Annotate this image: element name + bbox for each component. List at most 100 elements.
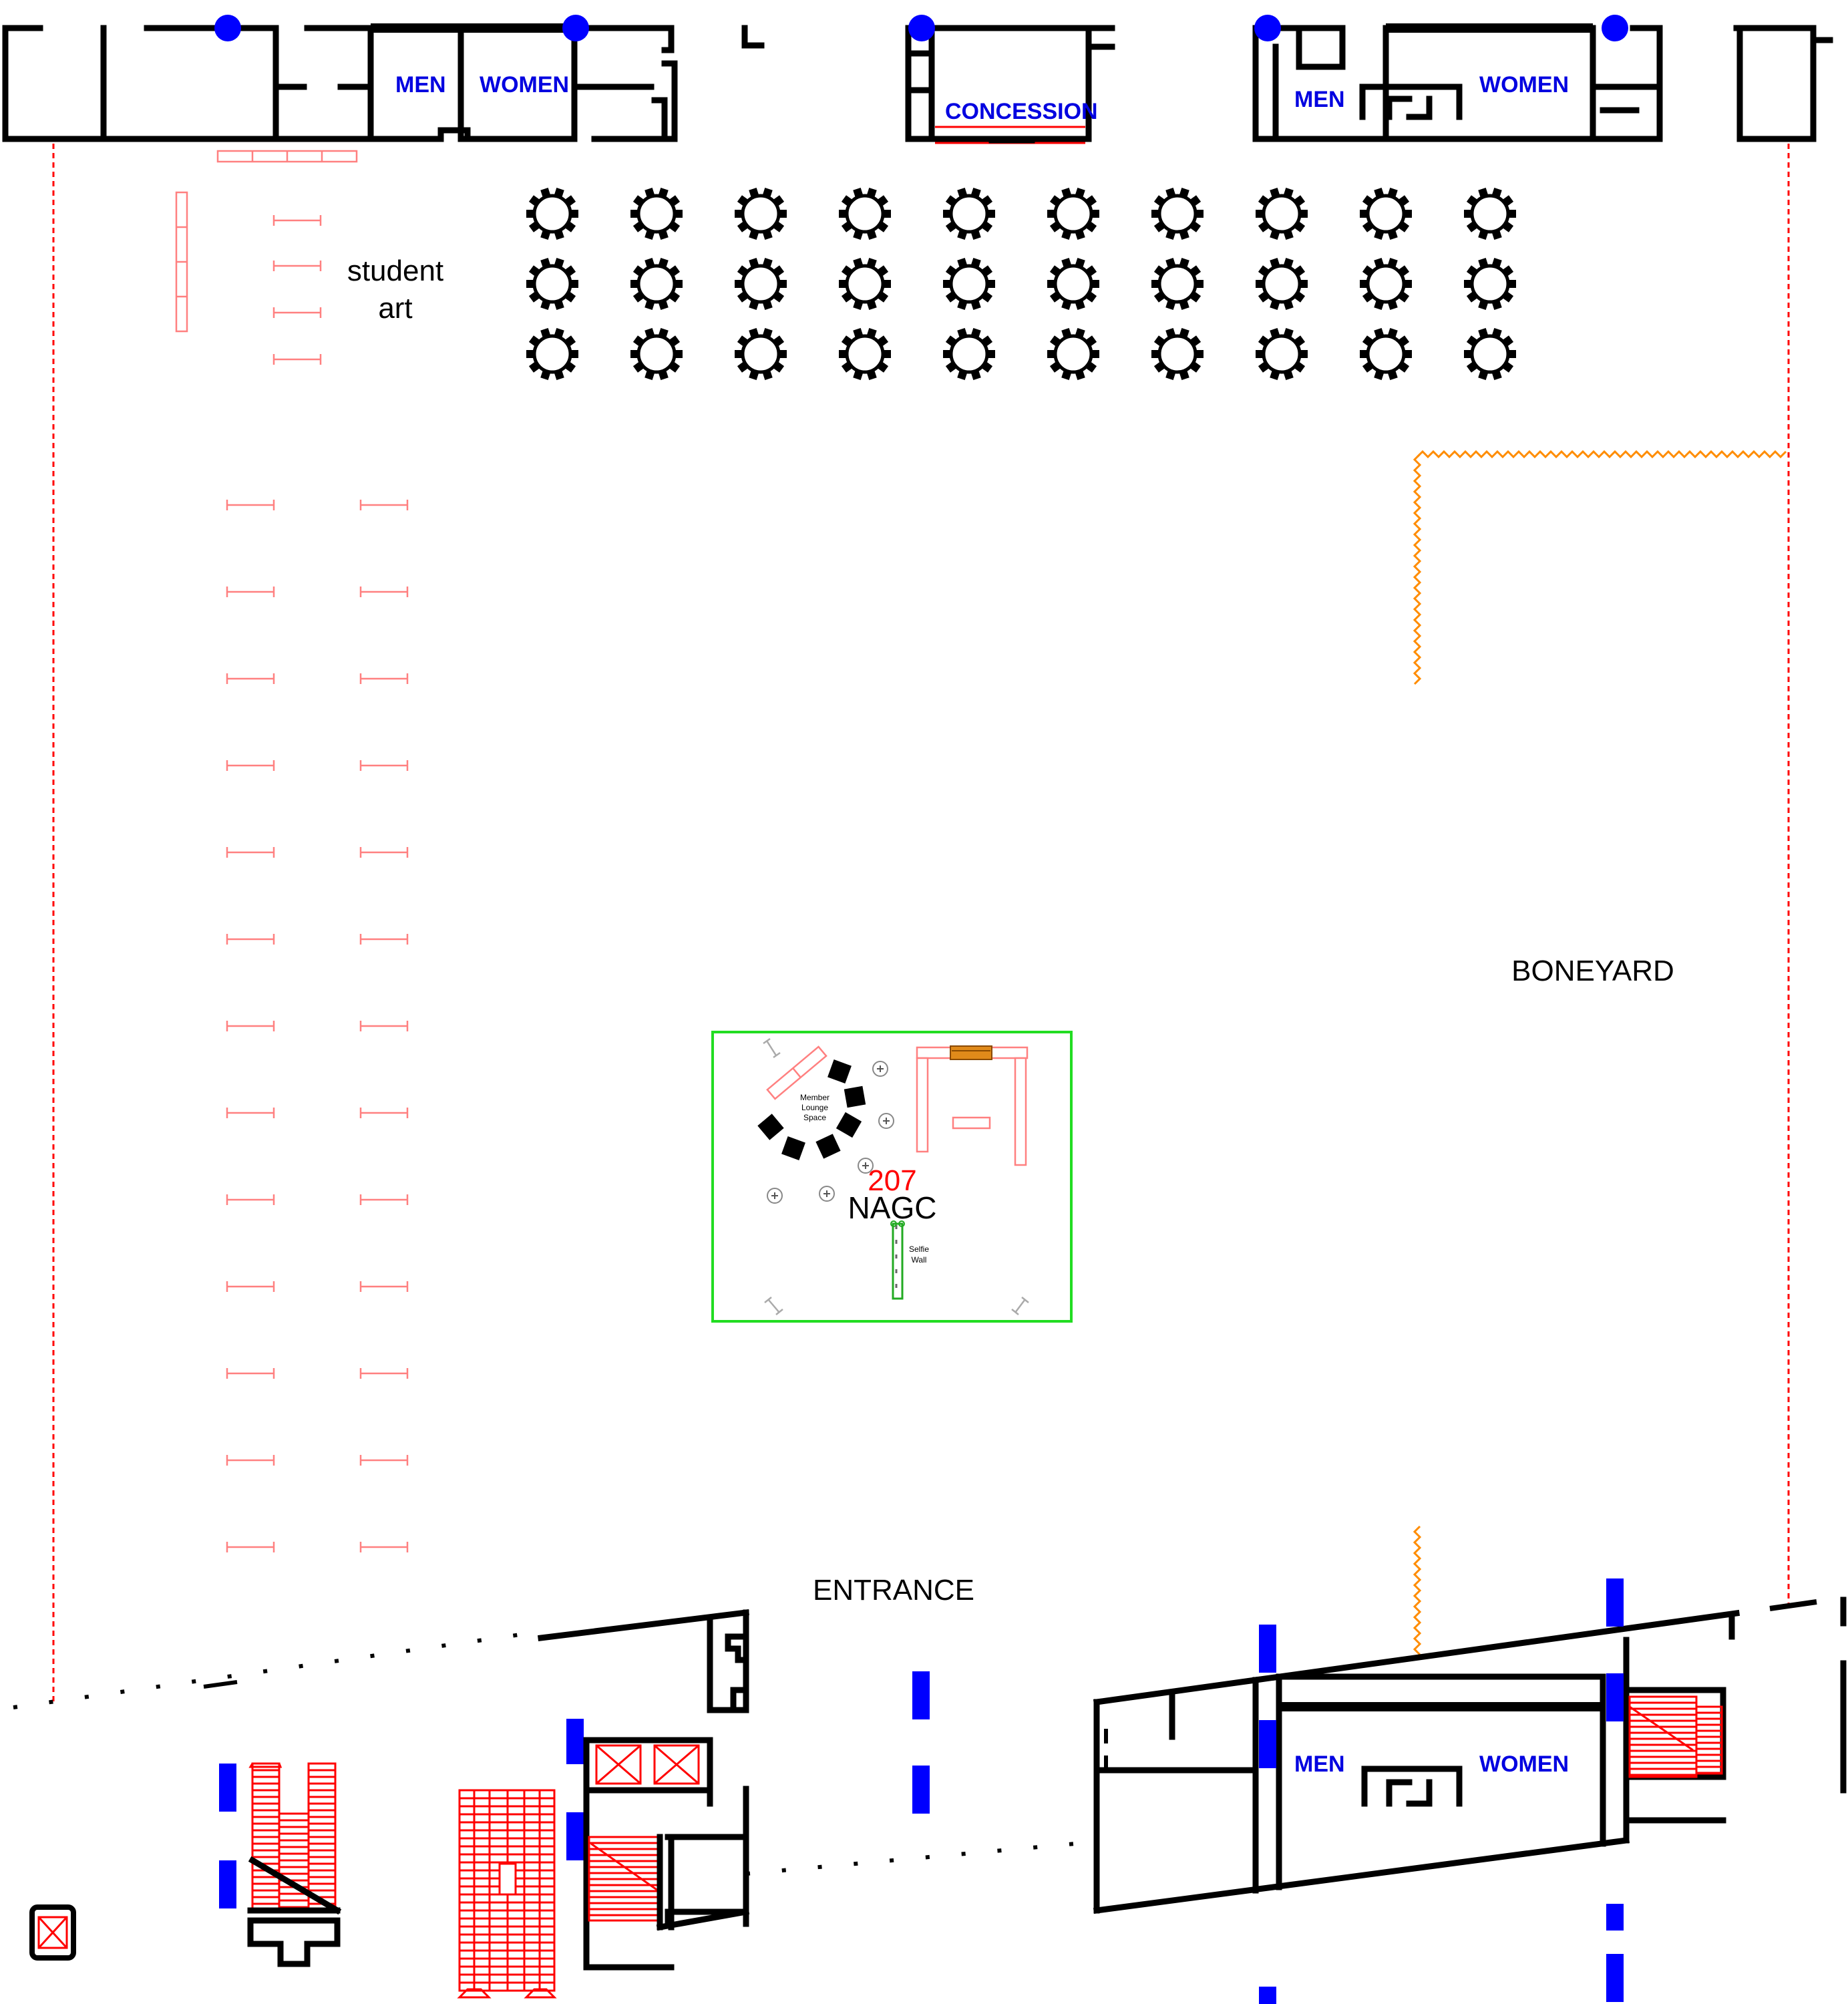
banquet-table	[1464, 258, 1516, 310]
selfie-wall-label: Selfie	[909, 1244, 929, 1254]
entrance-label: ENTRANCE	[813, 1574, 974, 1607]
banquet-table	[630, 258, 683, 310]
stairs	[1628, 1695, 1723, 1778]
easel-panel	[359, 934, 409, 945]
top-columns	[214, 15, 1628, 41]
selfie-wall-label: Wall	[912, 1255, 927, 1265]
column-marker	[1602, 15, 1628, 41]
easel-panel	[226, 1021, 275, 1031]
boneyard-boundary	[1416, 450, 1787, 459]
bottom-columns	[219, 1578, 1624, 2004]
banquet-table	[630, 188, 683, 240]
easel-panel	[359, 1194, 409, 1205]
booth-number: 207	[868, 1164, 916, 1197]
student-art-label: art	[378, 292, 412, 325]
easel-panel	[226, 1194, 275, 1205]
booth-207[interactable]: Member Lounge Space Selfie Wall 207 NAGC	[711, 1031, 1073, 1323]
student-art-area	[175, 150, 358, 333]
easel-panel	[359, 847, 409, 858]
banquet-table	[735, 258, 787, 310]
banquet-table	[839, 328, 891, 380]
top-building-left	[2, 23, 765, 142]
easel-panel	[226, 1368, 275, 1379]
restroom-men-label: MEN	[395, 72, 446, 98]
booth-name: NAGC	[848, 1190, 937, 1225]
easel-panel	[226, 500, 275, 510]
easel-panel	[272, 215, 322, 226]
restroom-men-label: MEN	[1294, 1751, 1345, 1777]
easel-panel	[272, 307, 322, 318]
banquet-table	[526, 258, 578, 310]
boneyard-boundary	[1413, 453, 1422, 685]
booth-outline[interactable]	[711, 1031, 1073, 1323]
easel-panel	[272, 261, 322, 271]
elevators	[29, 1737, 713, 1971]
easel-panel	[359, 500, 409, 510]
banquet-table	[1360, 188, 1412, 240]
stool	[767, 1188, 783, 1204]
banquet-table	[1151, 328, 1204, 380]
stool	[819, 1186, 835, 1202]
lounge-label: Member	[800, 1093, 829, 1102]
easel-panel	[359, 587, 409, 597]
student-art-label: student	[347, 255, 443, 287]
banquet-table	[1360, 328, 1412, 380]
banquet-table	[1256, 188, 1308, 240]
banquet-table	[1256, 258, 1308, 310]
easel-panel	[359, 673, 409, 684]
easel-panel	[359, 760, 409, 771]
easel-panel	[226, 847, 275, 858]
banquet-table	[943, 188, 995, 240]
banquet-table	[526, 188, 578, 240]
easel-panel	[359, 1368, 409, 1379]
banquet-table	[1047, 328, 1099, 380]
escalator	[457, 1789, 557, 1999]
banquet-table	[943, 328, 995, 380]
restroom-women-label: WOMEN	[480, 72, 569, 98]
column-marker	[214, 15, 241, 41]
easel-panel	[226, 587, 275, 597]
easel-panel	[359, 1281, 409, 1292]
counter-accent	[950, 1045, 992, 1060]
easel-panel	[226, 1281, 275, 1292]
easel-panel	[226, 1455, 275, 1466]
banquet-table	[735, 188, 787, 240]
column-marker	[562, 15, 589, 41]
easel-panel	[226, 760, 275, 771]
escalators	[248, 1695, 1723, 1999]
stairs	[588, 1834, 749, 1931]
banquet-table	[943, 258, 995, 310]
stool	[878, 1113, 894, 1129]
banquet-table	[526, 328, 578, 380]
banquet-table	[1047, 258, 1099, 310]
concession-label: CONCESSION	[945, 99, 1098, 124]
column-marker	[1254, 15, 1281, 41]
concession-building	[905, 25, 1115, 144]
banquet-table	[1464, 328, 1516, 380]
selfie-wall	[892, 1222, 904, 1300]
restroom-men-label: MEN	[1294, 87, 1345, 112]
easel-panel	[226, 673, 275, 684]
easel-panel	[359, 1542, 409, 1552]
escalator	[248, 1762, 342, 1915]
easel-panel	[359, 1455, 409, 1466]
easel-panel	[359, 1108, 409, 1118]
restroom-women-label: WOMEN	[1479, 72, 1569, 98]
stool	[872, 1061, 888, 1077]
banquet-table	[839, 258, 891, 310]
banquet-table	[1464, 188, 1516, 240]
banquet-table	[630, 328, 683, 380]
easel-panel	[226, 934, 275, 945]
boneyard-label: BONEYARD	[1511, 955, 1674, 987]
top-building-right	[1252, 23, 1833, 142]
pipe-drape-easels	[226, 215, 409, 1552]
easel-panel	[226, 1542, 275, 1552]
stool	[858, 1158, 874, 1174]
banquet-table	[735, 328, 787, 380]
banquet-table	[1360, 258, 1412, 310]
banquet-table	[1151, 258, 1204, 310]
easel-panel	[359, 1021, 409, 1031]
banquet-table	[1047, 188, 1099, 240]
restroom-women-label: WOMEN	[1479, 1751, 1569, 1777]
